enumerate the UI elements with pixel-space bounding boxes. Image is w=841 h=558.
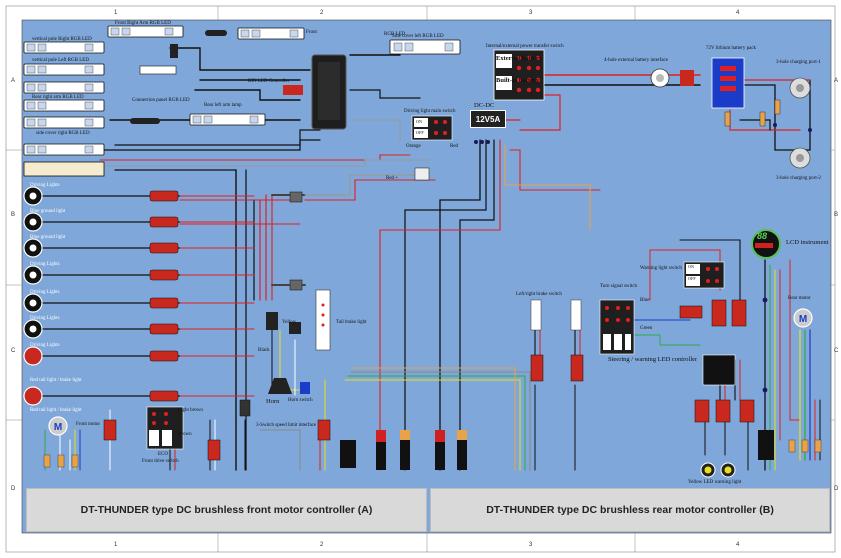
label-rear-motor: Rear motor [788, 296, 811, 301]
label-main-switch-off: OFF [416, 130, 424, 135]
label-yellow: Yellow [282, 320, 297, 325]
label-vertical-pole-right: vertical pole Right RGB LED [32, 37, 92, 42]
grid-col-1: 1 [114, 10, 118, 16]
tail-brake-light [315, 289, 331, 351]
label-brown: Brown [178, 432, 192, 437]
label-bin-led-controller: BIN LED Controller [248, 79, 290, 84]
label-steering-controller: Steering / warning LED controller [608, 356, 698, 363]
label-dcdc: DC-DC [474, 102, 495, 109]
svg-text:M: M [799, 314, 807, 325]
label-turn-signal-switch: Turn signal switch [600, 284, 638, 289]
rear-motor: M [793, 308, 813, 328]
lcd-reading: 88 [757, 231, 768, 241]
label-vertical-pole-left: vertical pole Left RGB LED [32, 58, 89, 63]
front-motor-controller: DT-THUNDER type DC brushless front motor… [26, 488, 427, 532]
label-lamp-8: Red tail light / brake light [30, 378, 82, 383]
grid-row-a-right: A [834, 78, 839, 84]
grid-row-d-right: D [834, 486, 839, 492]
grid-row-c-right: C [834, 348, 839, 354]
label-charging-port-2: 3-hole charging port-2 [776, 176, 821, 181]
driving-light-main-switch [411, 115, 453, 141]
grid-col-2: 2 [320, 10, 324, 16]
label-red: Red [450, 144, 459, 149]
label-lamp-2: Blue ground light [30, 209, 66, 214]
label-light-brown: Light brown [178, 408, 203, 413]
lcd-bar [755, 243, 773, 248]
grid-row-c: C [11, 348, 16, 354]
label-orange: Orange [406, 144, 421, 149]
label-warning-off: OFF [688, 276, 696, 281]
label-horn-switch: Horn switch [288, 398, 313, 403]
label-rear-left-arm: Rear left arm lamp [204, 103, 242, 108]
label-warning-light-switch: Warning light switch [640, 266, 682, 271]
yellow-warning-light [700, 462, 736, 478]
horn [266, 312, 310, 394]
grid-col-4: 4 [736, 10, 740, 16]
label-power-transfer-switch: Internal/external power transfer switch [486, 44, 564, 49]
label-external-battery: External battery [496, 55, 543, 62]
label-battery-interface: 4-hole external battery interface [604, 58, 668, 63]
label-horn: Horn [266, 398, 280, 405]
warning-light-switch [683, 261, 725, 289]
label-lamp-9: Red tail light / brake light [30, 408, 82, 413]
label-lcd-instrument: LCD instrument [786, 239, 829, 246]
label-lamp-6: Driving Lights [30, 316, 60, 321]
label-side-cover-right: side cover right RGB LED [36, 131, 90, 136]
label-green: Green [640, 326, 653, 331]
lamp-group [23, 186, 43, 406]
label-front-right-arm: Front Right Arm RGB LED [115, 21, 171, 26]
label-lamp-7: Driving Lights [30, 343, 60, 348]
label-main-switch-on: ON [416, 119, 423, 124]
label-lamp-5: Driving Lights [30, 290, 60, 295]
steering-controller [702, 354, 736, 386]
grid-col-3-bottom: 3 [529, 542, 533, 548]
label-lamp-1: Driving Lights [30, 183, 60, 188]
external-battery-interface [650, 68, 694, 88]
svg-text:M: M [54, 422, 62, 433]
label-rear-right-arm: Rear right arm RGB LED [32, 95, 84, 100]
label-eco: ECO [158, 452, 168, 457]
label-rgb-led: RGB LED [384, 32, 406, 37]
grid-col-4-bottom: 4 [736, 542, 740, 548]
front-motor: M [48, 416, 68, 436]
battery-pack [711, 57, 781, 127]
label-connection-panel: Connection panel RGB LED [132, 98, 190, 103]
charging-port [789, 77, 811, 169]
bin-led-controller [311, 54, 347, 130]
grid-row-d: D [11, 486, 16, 492]
label-front-drive-switch: Front drive switch [142, 459, 179, 464]
label-tail-brake-light: Tail brake light [336, 320, 367, 325]
grid-row-b-right: B [834, 212, 839, 218]
grid-row-b: B [11, 212, 16, 218]
label-front-motor: Front motor [76, 422, 101, 427]
turn-signal-switch [599, 299, 635, 355]
label-speed-limit: 3-Switch speed limit interface [256, 423, 317, 428]
label-builtin-battery: Built-in battery [496, 77, 540, 84]
label-lithium-pack: 72V lithium battery pack [706, 46, 757, 51]
rear-motor-controller: DT-THUNDER type DC brushless rear motor … [430, 488, 830, 532]
grid-col-1-bottom: 1 [114, 542, 118, 548]
label-lamp-3: Blue ground light [30, 235, 66, 240]
grid-col-3: 3 [529, 10, 533, 16]
label-yellow-warning-light: Yellow LED warning light [688, 480, 742, 485]
eco-switch [146, 406, 184, 450]
label-red-plus: Red + [386, 176, 399, 181]
label-lamp-4: Driving Lights [30, 262, 60, 267]
label-side-cover-left: Side cover left RGB LED [392, 34, 444, 39]
label-blue: Blue [640, 298, 650, 303]
dcdc-converter: 12V5A [470, 110, 506, 128]
power-transfer-switch [493, 49, 545, 101]
label-driving-light-main-switch: Driving light main switch [404, 109, 456, 114]
label-charging-port-1: 3-hole charging port-1 [776, 60, 821, 65]
label-brake-switch: Left/right brake switch [516, 292, 562, 297]
label-black: Black [258, 348, 270, 353]
grid-col-2-bottom: 2 [320, 542, 324, 548]
label-warning-on: ON [688, 264, 695, 269]
label-front: Front [306, 30, 317, 35]
grid-row-a: A [11, 78, 16, 84]
led-strips [23, 25, 461, 177]
